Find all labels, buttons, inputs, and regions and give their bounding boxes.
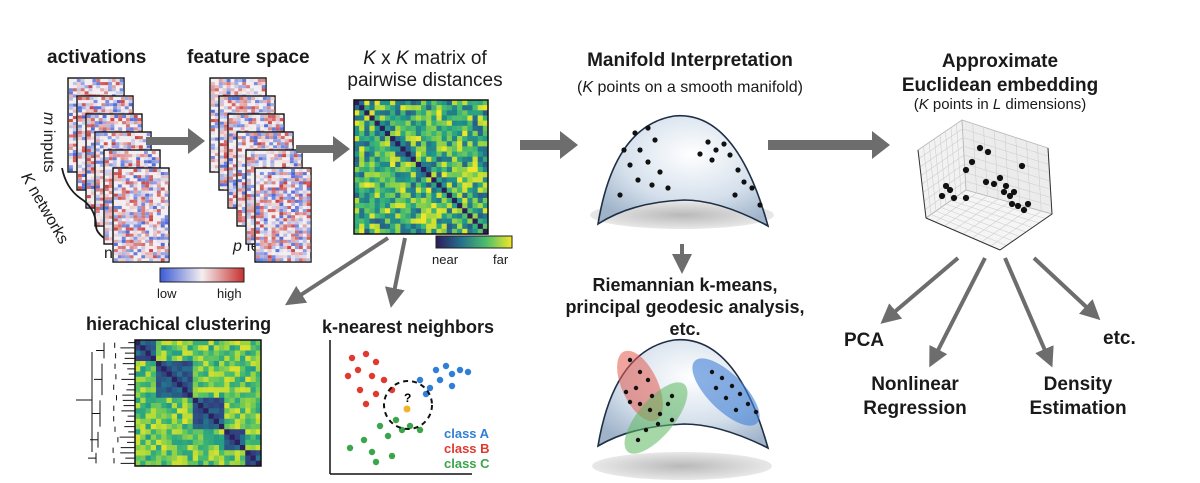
arrow-activations-to-features: [146, 128, 205, 154]
activations-title: activations: [47, 47, 147, 68]
feature-space-title: feature space: [187, 47, 310, 68]
arrow-matrix-to-clustering: [284, 236, 390, 306]
arrow-embedding-to-pca: [880, 256, 960, 324]
clustered-heatmap: [135, 340, 262, 467]
arrow-matrix-to-knn: [384, 237, 407, 308]
clustering-title: hierachical clustering: [86, 314, 272, 334]
cluster-ellipse-blue: [692, 358, 760, 426]
arrow-embedding-to-density: [1003, 257, 1054, 368]
cbar-near-label: near: [432, 252, 459, 267]
arrow-manifold-to-embedding: [768, 131, 890, 159]
arrow-embedding-to-etc: [1032, 256, 1101, 321]
matrix-sheet: [254, 167, 312, 263]
distance-matrix-frame: [353, 99, 489, 235]
knn-plot: ?: [329, 340, 472, 475]
knn-title: k-nearest neighbors: [322, 317, 495, 337]
cbar-low-label: low: [157, 286, 177, 301]
dendrogram: [76, 342, 135, 464]
etc-label: etc.: [1103, 328, 1136, 349]
cbar-far-label: far: [493, 252, 509, 267]
manifold-subtitle: (K points on a smooth manifold): [577, 79, 803, 96]
class-b-label: class B: [444, 441, 490, 456]
manifold-points: [617, 125, 763, 208]
networks-brace: [61, 167, 105, 239]
class-c-label: class C: [444, 456, 490, 471]
cluster-ellipse-green: [624, 382, 688, 454]
matrix-sheet: [112, 167, 170, 263]
distance-matrix-heatmap: [354, 100, 489, 235]
distance-colorbar: [435, 235, 513, 249]
riemannian-label: Riemannian k-means,principal geodesic an…: [565, 275, 805, 339]
activation-colorbar: [159, 267, 245, 283]
class-a-label: class A: [444, 426, 490, 441]
knn-query-point: [403, 405, 411, 413]
embedding-3d-plot: [917, 119, 1053, 251]
activations-stack: [67, 77, 170, 263]
pca-label: PCA: [844, 330, 885, 351]
arrow-features-to-matrix: [296, 136, 350, 162]
manifold-shadow-bottom: [592, 452, 772, 480]
cluster-points: [623, 357, 759, 443]
manifold-title: Manifold Interpretation: [587, 50, 793, 71]
arrow-matrix-to-manifold: [520, 131, 578, 159]
cbar-high-label: high: [217, 286, 242, 301]
clustered-heatmap-frame: [134, 339, 262, 467]
embedding-subtitle: (K points in L dimensions): [913, 96, 1087, 113]
arrow-embedding-to-nonlinear: [929, 257, 987, 368]
feature-space-stack: [209, 77, 312, 263]
distance-matrix-title: K x K matrix of pairwise distances: [347, 48, 503, 91]
knn-neighborhood-circle: [383, 380, 433, 430]
knn-question-mark: ?: [404, 391, 411, 405]
